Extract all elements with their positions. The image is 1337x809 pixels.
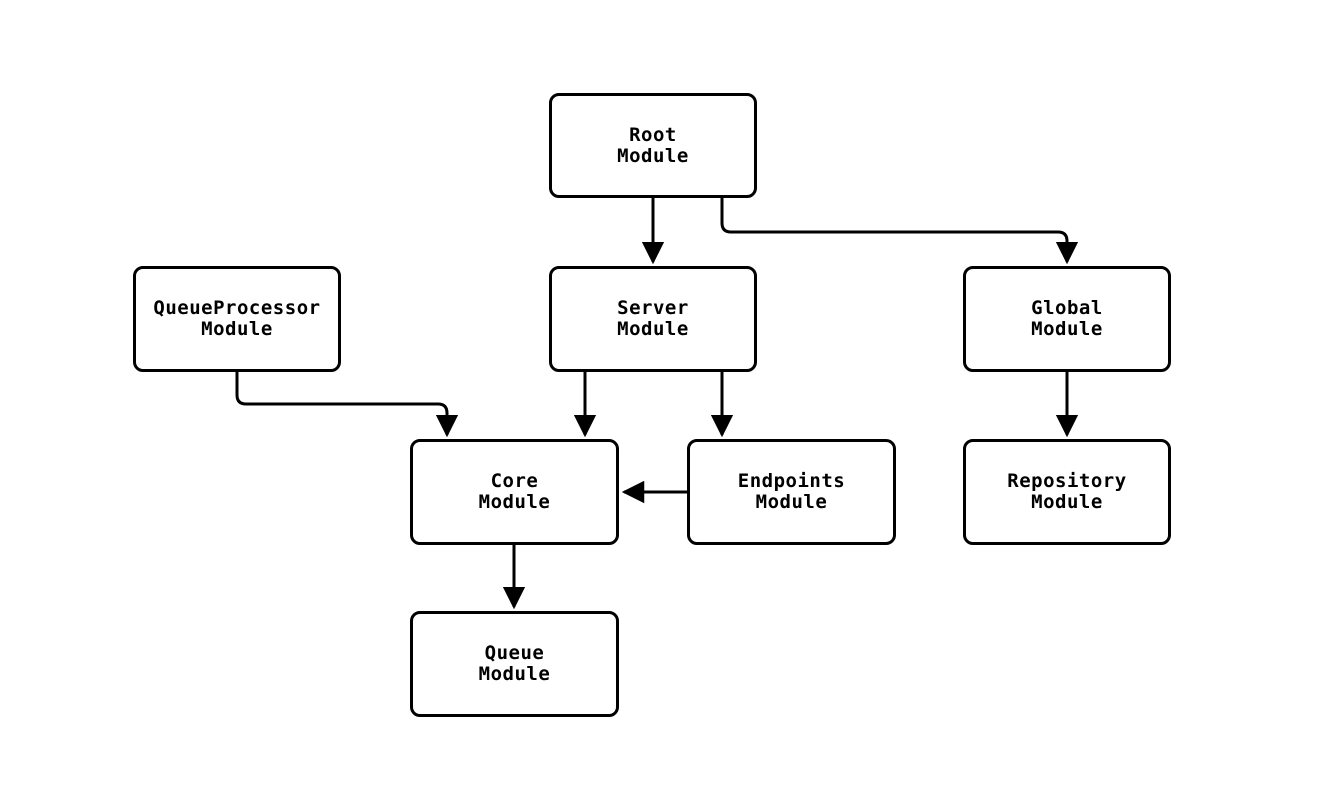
node-core-module: Core Module: [410, 439, 619, 545]
node-endpoints-module: Endpoints Module: [687, 439, 896, 545]
node-server-module: Server Module: [549, 266, 757, 372]
edges-group: [235, 198, 1079, 610]
node-repository-module: Repository Module: [963, 439, 1171, 545]
edge-root-to-global: [720, 198, 1079, 265]
edge-queueprocessor-to-core: [235, 372, 459, 438]
node-queueprocessor-module: QueueProcessor Module: [133, 266, 341, 372]
node-queue-module: Queue Module: [410, 611, 619, 717]
node-root-module: Root Module: [549, 93, 757, 198]
node-global-module: Global Module: [963, 266, 1171, 372]
